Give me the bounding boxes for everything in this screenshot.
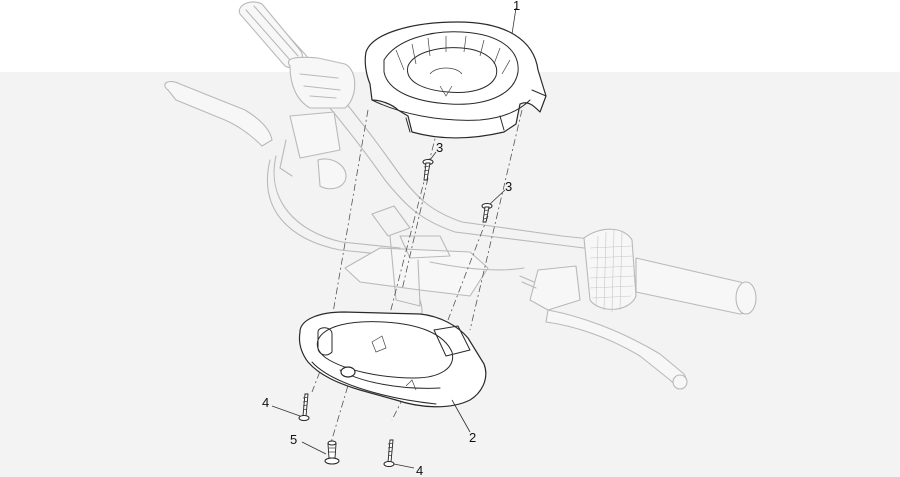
leader-1 — [511, 7, 517, 35]
leader-2 — [451, 399, 471, 433]
right-switch-housing — [583, 228, 637, 310]
upper-handlebar-cover — [364, 21, 547, 139]
callout-3b: 3 — [505, 179, 512, 194]
leader-3b — [489, 189, 506, 205]
lower-cover-clip — [371, 335, 417, 391]
callout-1: 1 — [513, 0, 520, 13]
lower-cover-flap — [433, 325, 471, 357]
screw-5 — [324, 440, 340, 465]
callout-4a: 4 — [262, 395, 269, 410]
lower-cover-bottom-edge — [311, 361, 437, 405]
screw-3-upper — [422, 159, 434, 181]
leader-3a — [429, 151, 437, 161]
callout-5: 5 — [290, 432, 297, 447]
left-mirror-mount — [279, 139, 293, 177]
left-reservoir-cap — [317, 158, 347, 190]
left-master-cylinder — [289, 111, 341, 159]
left-grip-ridge — [245, 5, 299, 61]
lower-cover-inner — [316, 321, 454, 379]
leader-5 — [301, 441, 327, 455]
right-lever-tip — [672, 374, 688, 390]
right-grip-end-cap — [735, 281, 757, 315]
upper-cover-lower-edge — [371, 99, 531, 121]
left-cable-loop — [266, 155, 401, 257]
center-clamp-bracket — [344, 247, 489, 297]
callout-4b: 4 — [416, 463, 423, 477]
left-switch-housing — [288, 56, 356, 109]
screw-3-right — [481, 203, 493, 223]
callout-3a: 3 — [436, 140, 443, 155]
upper-cover-gauge-pod — [429, 67, 463, 97]
callout-2: 2 — [469, 430, 476, 445]
center-clamp-detail — [371, 205, 451, 259]
right-mount-bolt — [519, 275, 537, 289]
lower-handlebar-cover — [298, 311, 487, 408]
upper-cover-rim — [383, 31, 519, 105]
lower-cover-socket — [340, 366, 356, 378]
leader-4a — [271, 405, 301, 417]
right-master-cylinder — [529, 265, 581, 311]
upper-cover-body — [364, 21, 547, 139]
lower-cover-boss — [317, 327, 333, 356]
upper-cover-ribs — [395, 35, 511, 75]
upper-cover-tab — [405, 89, 547, 133]
upper-cover-inner-ring — [407, 47, 498, 93]
center-riser — [389, 235, 421, 307]
handlebar-assembly — [164, 1, 757, 390]
screw-4-left — [298, 393, 310, 421]
right-switch-mesh — [589, 229, 635, 313]
leader-lines — [271, 7, 517, 469]
leader-4b — [393, 463, 415, 469]
left-grip — [238, 1, 303, 68]
left-switch-detail — [299, 73, 341, 99]
left-brake-lever — [164, 81, 273, 147]
